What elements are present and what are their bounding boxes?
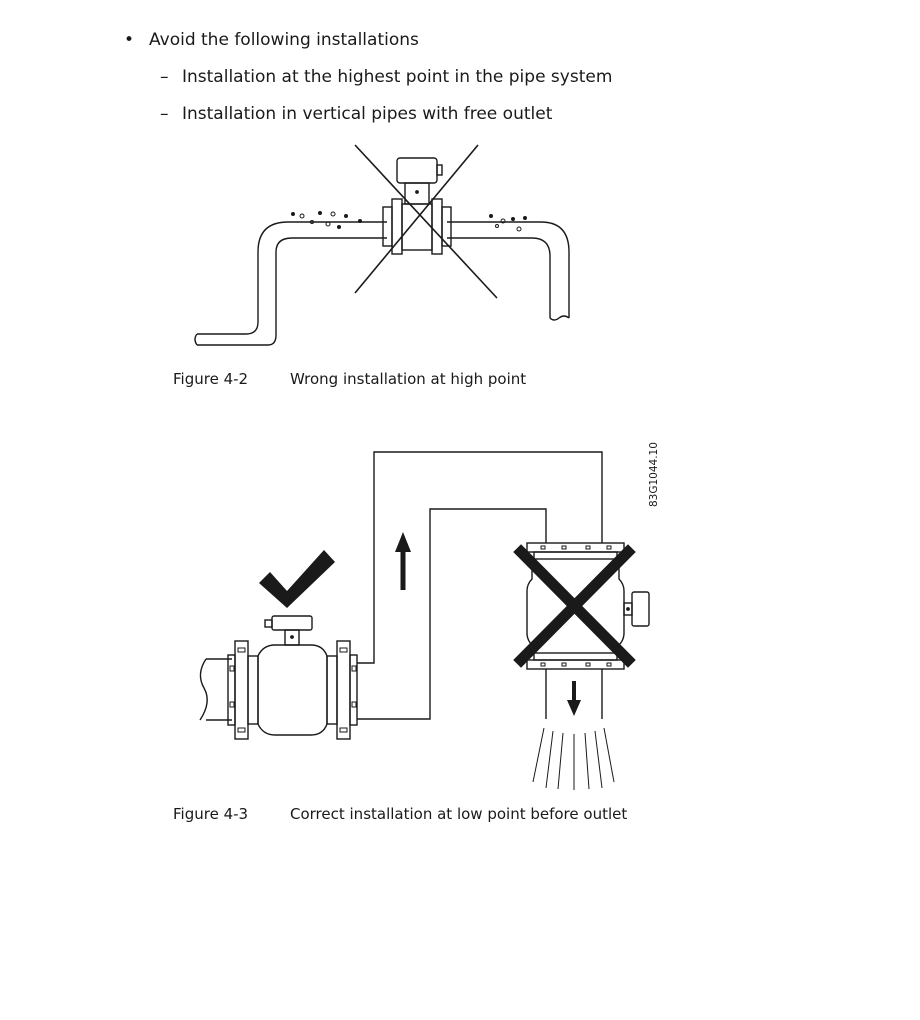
figure-title: Wrong installation at high point xyxy=(290,370,527,388)
figure-code: 83G1044.10 xyxy=(648,442,660,507)
dash-marker: – xyxy=(160,67,169,87)
bullet-marker: • xyxy=(124,30,135,50)
sub-item-text: Installation at the highest point in the… xyxy=(182,67,613,87)
horizontal-flowmeter xyxy=(227,615,358,740)
rising-pipe xyxy=(357,451,603,720)
dash-marker: – xyxy=(160,104,169,124)
cross-mark-icon xyxy=(354,144,498,299)
flowmeter-sensor xyxy=(382,157,452,255)
figure-4-3-caption: Figure 4-3 Correct installation at low po… xyxy=(173,805,627,823)
air-bubbles xyxy=(291,211,527,232)
bullet-text: Avoid the following installations xyxy=(149,30,419,50)
inlet-pipe xyxy=(199,658,232,721)
sub-item-2: –Installation in vertical pipes with fre… xyxy=(160,104,552,124)
flow-arrow-up-icon xyxy=(395,532,411,590)
figure-number: Figure 4-2 xyxy=(173,370,249,388)
figure-4-2-caption: Figure 4-2 Wrong installation at high poi… xyxy=(173,370,526,388)
cross-mark-icon xyxy=(513,544,636,668)
outlet-pipe xyxy=(545,669,603,719)
sub-item-text: Installation in vertical pipes with free… xyxy=(182,104,553,124)
figure-title: Correct installation at low point before… xyxy=(290,805,628,823)
vertical-flowmeter xyxy=(526,542,650,670)
check-mark-icon xyxy=(259,550,335,608)
figure-number: Figure 4-3 xyxy=(173,805,249,823)
sub-item-1: –Installation at the highest point in th… xyxy=(160,67,612,87)
high-point-pipe xyxy=(194,221,570,346)
bullet-item: • Avoid the following installations xyxy=(124,30,419,50)
free-outlet-spray xyxy=(532,727,615,790)
flow-arrow-down-icon xyxy=(567,681,581,716)
